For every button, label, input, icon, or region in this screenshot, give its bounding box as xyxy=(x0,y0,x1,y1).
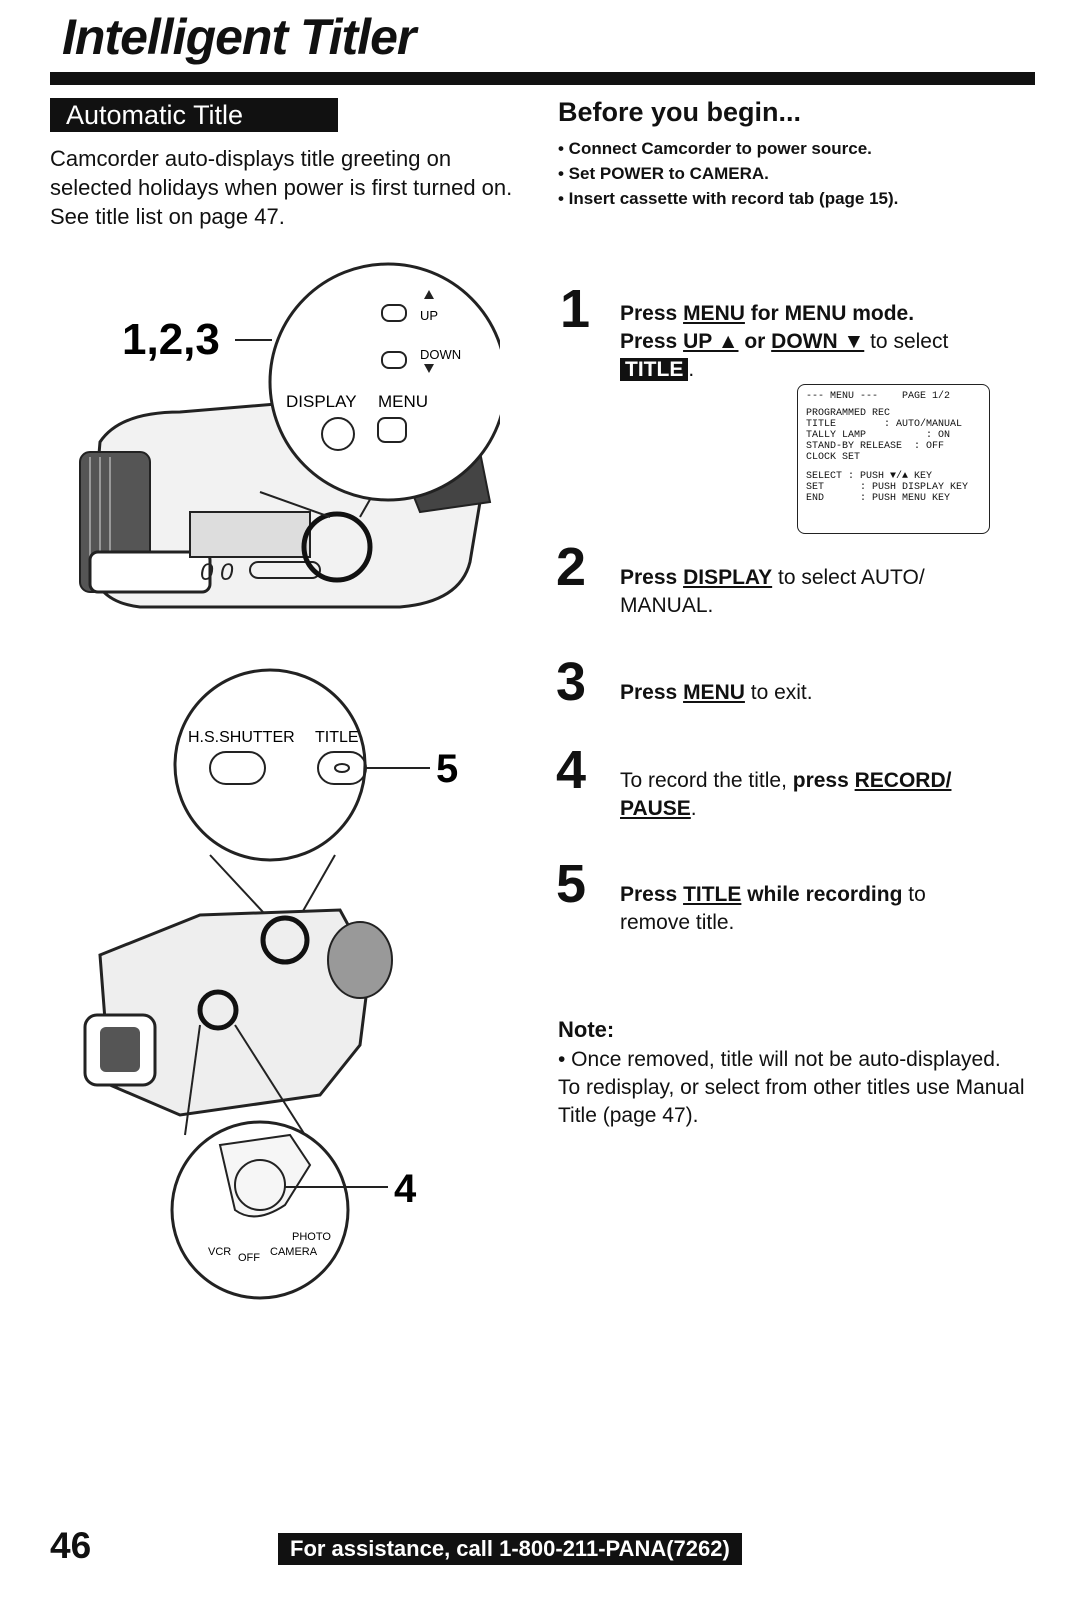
menu-row: PROGRAMMED REC xyxy=(806,408,891,419)
vcr-label: VCR xyxy=(208,1246,231,1258)
up-label: UP xyxy=(420,308,438,323)
before-heading: Before you begin... xyxy=(558,97,802,127)
step-4-text: To record the title, press RECORD/ PAUSE… xyxy=(620,769,952,820)
step-number: 1 xyxy=(560,279,591,339)
camera-label: CAMERA xyxy=(270,1246,318,1258)
step-number: 5 xyxy=(556,854,587,914)
step-number: 2 xyxy=(556,537,587,597)
title-button-label: TITLE xyxy=(315,729,359,746)
menu-screen: --- MENU --- PAGE 1/2 PROGRAMMED REC TIT… xyxy=(797,384,990,534)
off-label: OFF xyxy=(238,1252,260,1264)
before-item: • Insert cassette with record tab (page … xyxy=(558,189,899,208)
menu-row: SELECT : PUSH ▼/▲ KEY xyxy=(806,471,933,482)
assistance-banner: For assistance, call 1-800-211-PANA(7262… xyxy=(278,1533,742,1565)
photo-label: PHOTO xyxy=(292,1231,331,1243)
before-item: • Set POWER to CAMERA. xyxy=(558,164,769,183)
title-badge: TITLE xyxy=(620,358,689,381)
camcorder-controls-illustration: 0 0 1,2,3 UP DOWN DISPLAY MENU xyxy=(79,262,500,609)
step-3-text: Press MENU to exit. xyxy=(620,681,813,704)
section-heading: Automatic Title xyxy=(50,98,338,132)
menu-row: CLOCK SET xyxy=(806,452,861,463)
record-title-illustration: H.S.SHUTTER TITLE 5 4 VCR OFF CAMERA PHO… xyxy=(83,668,458,1300)
menu-row: --- MENU --- PAGE 1/2 xyxy=(806,391,951,402)
shutter-label: H.S.SHUTTER xyxy=(188,729,295,746)
menu-row: TALLY LAMP : ON xyxy=(806,430,951,441)
callout-4: 4 xyxy=(394,1167,417,1211)
step-5-text: Press TITLE while recording to remove ti… xyxy=(620,883,926,934)
page-title: Intelligent Titler xyxy=(62,9,416,65)
intro-text: Camcorder auto-displays title greeting o… xyxy=(50,146,513,229)
title-rule xyxy=(50,72,1035,85)
before-list: • Connect Camcorder to power source. • S… xyxy=(558,136,898,211)
before-item: • Connect Camcorder to power source. xyxy=(558,139,872,158)
down-label: DOWN xyxy=(420,347,461,362)
menu-row: STAND-BY RELEASE : OFF xyxy=(806,441,945,452)
menu-row: SET : PUSH DISPLAY KEY xyxy=(806,482,969,493)
svg-text:0 0: 0 0 xyxy=(200,559,234,586)
step-number: 4 xyxy=(556,740,587,800)
display-label: DISPLAY xyxy=(286,392,357,411)
page-number: 46 xyxy=(50,1525,92,1566)
callout-5: 5 xyxy=(436,747,458,791)
menu-row: END : PUSH MENU KEY xyxy=(806,493,951,504)
callout-123: 1,2,3 xyxy=(122,315,220,364)
step-number: 3 xyxy=(556,652,587,712)
note-body: • Once removed, title will not be auto-d… xyxy=(558,1048,1025,1127)
step-1-text: Press MENU for MENU mode. Press UP ▲ or … xyxy=(620,302,949,381)
note-heading: Note: xyxy=(558,1017,615,1042)
step-2-text: Press DISPLAY to select AUTO/ MANUAL. xyxy=(620,566,925,617)
menu-label: MENU xyxy=(378,392,428,411)
menu-row: TITLE : AUTO/MANUAL xyxy=(806,419,963,430)
